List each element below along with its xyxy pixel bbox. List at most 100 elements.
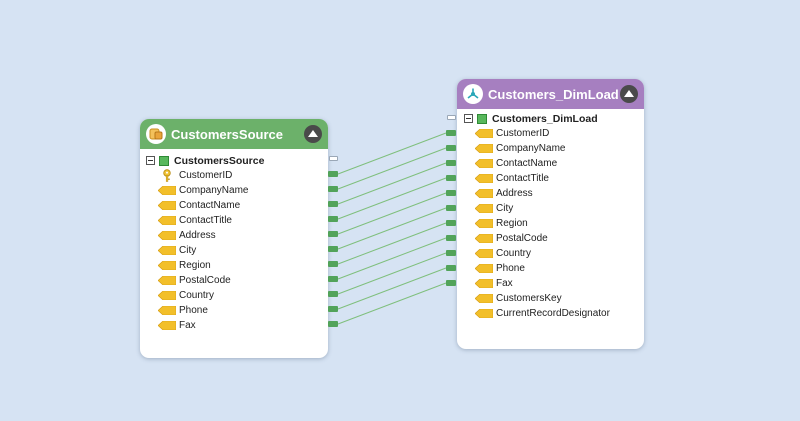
destination-field-port[interactable] <box>446 190 456 196</box>
field-icon <box>475 264 493 273</box>
field-icon <box>158 246 176 255</box>
source-field-port[interactable] <box>328 246 338 252</box>
destination-field-row[interactable]: CompanyName <box>457 141 644 156</box>
field-mapping-line[interactable] <box>337 282 447 325</box>
destination-field-row[interactable]: ContactTitle <box>457 171 644 186</box>
collapse-minus-icon[interactable] <box>146 156 155 165</box>
source-field-row[interactable]: CompanyName <box>140 183 328 198</box>
field-mapping-line[interactable] <box>337 162 447 205</box>
destination-field-row[interactable]: Fax <box>457 276 644 291</box>
destination-field-row[interactable]: CustomersKey <box>457 291 644 306</box>
source-field-port[interactable] <box>328 261 338 267</box>
source-field-row[interactable]: CustomerID <box>140 168 328 183</box>
source-field-label: CustomerID <box>179 170 233 181</box>
customers-dimload-node[interactable]: Customers_DimLoad Customers_DimLoad Cust… <box>457 79 644 349</box>
field-icon <box>158 291 176 300</box>
destination-group-row[interactable]: Customers_DimLoad <box>457 111 644 126</box>
source-field-row[interactable]: Fax <box>140 318 328 333</box>
field-mapping-line[interactable] <box>337 237 447 280</box>
collapse-minus-icon[interactable] <box>464 114 473 123</box>
table-icon <box>159 155 169 166</box>
field-mapping-line[interactable] <box>337 267 447 310</box>
field-mapping-line[interactable] <box>337 177 447 220</box>
destination-field-port[interactable] <box>446 160 456 166</box>
field-mapping-line[interactable] <box>337 207 447 250</box>
destination-field-label: Fax <box>496 278 513 289</box>
destination-field-row[interactable]: PostalCode <box>457 231 644 246</box>
destination-field-port[interactable] <box>446 205 456 211</box>
source-collapse-button[interactable] <box>304 125 322 143</box>
field-icon <box>158 261 176 270</box>
destination-field-row[interactable]: City <box>457 201 644 216</box>
source-field-row[interactable]: Region <box>140 258 328 273</box>
destination-node-title: Customers_DimLoad <box>488 86 619 102</box>
source-field-row[interactable]: ContactName <box>140 198 328 213</box>
destination-field-label: Address <box>496 188 533 199</box>
field-icon <box>158 186 176 195</box>
source-group-row[interactable]: CustomersSource <box>140 153 328 168</box>
field-icon <box>158 201 176 210</box>
source-field-port[interactable] <box>328 321 338 327</box>
destination-field-row[interactable]: Country <box>457 246 644 261</box>
destination-field-port[interactable] <box>446 250 456 256</box>
destination-group-port[interactable] <box>447 115 456 120</box>
source-field-port[interactable] <box>328 306 338 312</box>
destination-field-label: PostalCode <box>496 233 548 244</box>
destination-field-label: CompanyName <box>496 143 566 154</box>
source-field-row[interactable]: PostalCode <box>140 273 328 288</box>
source-field-port[interactable] <box>328 276 338 282</box>
source-field-port[interactable] <box>328 231 338 237</box>
destination-field-row[interactable]: Address <box>457 186 644 201</box>
field-icon <box>475 219 493 228</box>
destination-field-port[interactable] <box>446 220 456 226</box>
field-icon <box>475 174 493 183</box>
field-mapping-line[interactable] <box>337 192 447 235</box>
field-icon <box>475 144 493 153</box>
source-field-row[interactable]: Phone <box>140 303 328 318</box>
destination-field-port[interactable] <box>446 175 456 181</box>
source-field-port[interactable] <box>328 201 338 207</box>
source-field-port[interactable] <box>328 291 338 297</box>
destination-field-label: CurrentRecordDesignator <box>496 308 610 319</box>
source-field-port[interactable] <box>328 186 338 192</box>
field-mapping-line[interactable] <box>337 132 447 175</box>
source-field-row[interactable]: ContactTitle <box>140 213 328 228</box>
destination-field-row[interactable]: CustomerID <box>457 126 644 141</box>
field-icon <box>475 189 493 198</box>
source-field-label: CompanyName <box>179 185 249 196</box>
field-mapping-line[interactable] <box>337 222 447 265</box>
destination-group-label: Customers_DimLoad <box>492 112 598 125</box>
destination-field-port[interactable] <box>446 130 456 136</box>
destination-field-label: ContactName <box>496 158 558 169</box>
destination-field-row[interactable]: Region <box>457 216 644 231</box>
destination-field-label: CustomerID <box>496 128 550 139</box>
field-icon <box>158 276 176 285</box>
field-icon <box>475 294 493 303</box>
source-field-row[interactable]: City <box>140 243 328 258</box>
destination-field-port[interactable] <box>446 265 456 271</box>
customers-source-node[interactable]: CustomersSource CustomersSource Customer… <box>140 119 328 358</box>
destination-field-port[interactable] <box>446 280 456 286</box>
destination-field-row[interactable]: Phone <box>457 261 644 276</box>
source-field-label: Fax <box>179 320 196 331</box>
source-field-row[interactable]: Country <box>140 288 328 303</box>
destination-collapse-button[interactable] <box>620 85 638 103</box>
destination-field-label: CustomersKey <box>496 293 562 304</box>
field-mapping-line[interactable] <box>337 252 447 295</box>
destination-field-row[interactable]: ContactName <box>457 156 644 171</box>
source-field-label: Phone <box>179 305 208 316</box>
destination-field-label: ContactTitle <box>496 173 549 184</box>
destination-field-port[interactable] <box>446 235 456 241</box>
source-field-port[interactable] <box>328 216 338 222</box>
destination-node-header[interactable]: Customers_DimLoad <box>457 79 644 109</box>
source-group-port[interactable] <box>329 156 338 161</box>
source-field-row[interactable]: Address <box>140 228 328 243</box>
field-icon <box>475 249 493 258</box>
source-field-port[interactable] <box>328 171 338 177</box>
destination-field-row[interactable]: CurrentRecordDesignator <box>457 306 644 321</box>
source-node-header[interactable]: CustomersSource <box>140 119 328 149</box>
destination-field-port[interactable] <box>446 145 456 151</box>
field-mapping-line[interactable] <box>337 147 447 190</box>
